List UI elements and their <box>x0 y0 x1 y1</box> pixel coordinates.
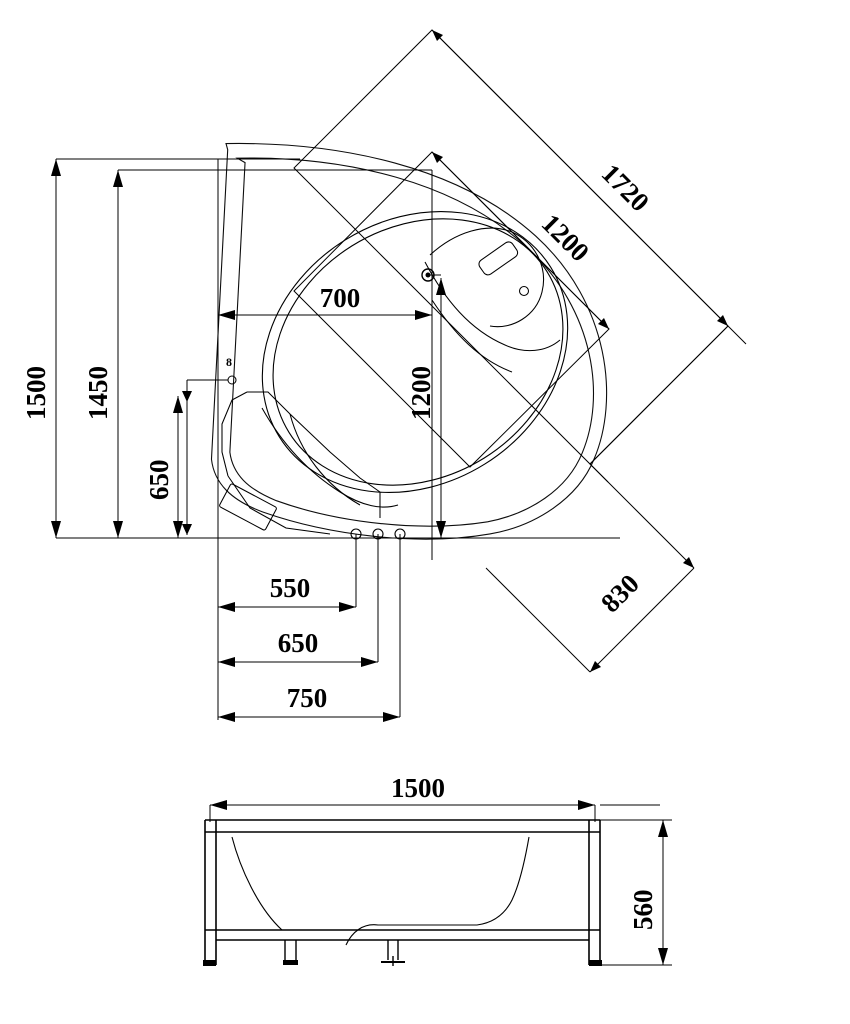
dimension-750 <box>218 712 400 722</box>
dimension-label-830: 830 <box>595 568 645 618</box>
elevation-legs <box>283 940 405 966</box>
elevation-frame <box>203 819 602 966</box>
elevation-bowl-profile <box>231 836 530 946</box>
dimension-label-650-horizontal: 650 <box>278 628 319 658</box>
control-panel-button <box>518 285 530 297</box>
dimension-650-vertical <box>173 396 183 538</box>
rotated-outer-boundary <box>293 29 729 465</box>
dimension-1500-elevation <box>209 800 660 822</box>
drain-plate <box>219 483 277 531</box>
overflow-hole-icon <box>227 375 237 385</box>
dimension-label-750: 750 <box>287 683 328 713</box>
dimension-1720 <box>431 29 747 483</box>
dimension-label-1500-elevation: 1500 <box>391 773 445 803</box>
dimension-550 <box>218 602 356 612</box>
plan-view: 1720 1200 830 <box>21 29 747 722</box>
dimension-label-1450: 1450 <box>83 366 113 420</box>
dimension-label-1200-vertical: 1200 <box>406 366 436 420</box>
elevation-view: 1500 560 <box>203 773 672 966</box>
dimension-label-650-vertical: 650 <box>144 460 174 501</box>
overflow-fitting-group <box>182 375 237 535</box>
dimension-label-1500-plan: 1500 <box>21 366 51 420</box>
dimension-700 <box>218 310 432 320</box>
overflow-marker-label: 8 <box>226 355 232 369</box>
dimension-650-horizontal <box>218 657 378 667</box>
foot-left <box>203 960 216 966</box>
dimension-label-550: 550 <box>270 573 311 603</box>
dimension-1200-diagonal <box>431 151 610 330</box>
foot-right <box>589 960 602 966</box>
bathtub-plan-outline <box>210 142 608 540</box>
dimension-label-560: 560 <box>628 890 658 931</box>
dimension-560 <box>600 819 672 966</box>
plan-extension-lines <box>56 158 620 720</box>
dimension-label-1720: 1720 <box>596 158 655 217</box>
dimension-830 <box>485 325 729 673</box>
control-panel-group <box>424 227 561 373</box>
dimension-1200-vertical <box>421 268 446 538</box>
dimension-label-700: 700 <box>320 283 361 313</box>
dimension-1500-plan <box>51 159 61 538</box>
bathtub-seat-step <box>219 391 399 535</box>
bathtub-inner-bowl <box>261 211 569 493</box>
dimension-1450 <box>113 170 123 538</box>
control-panel-display <box>478 241 519 276</box>
